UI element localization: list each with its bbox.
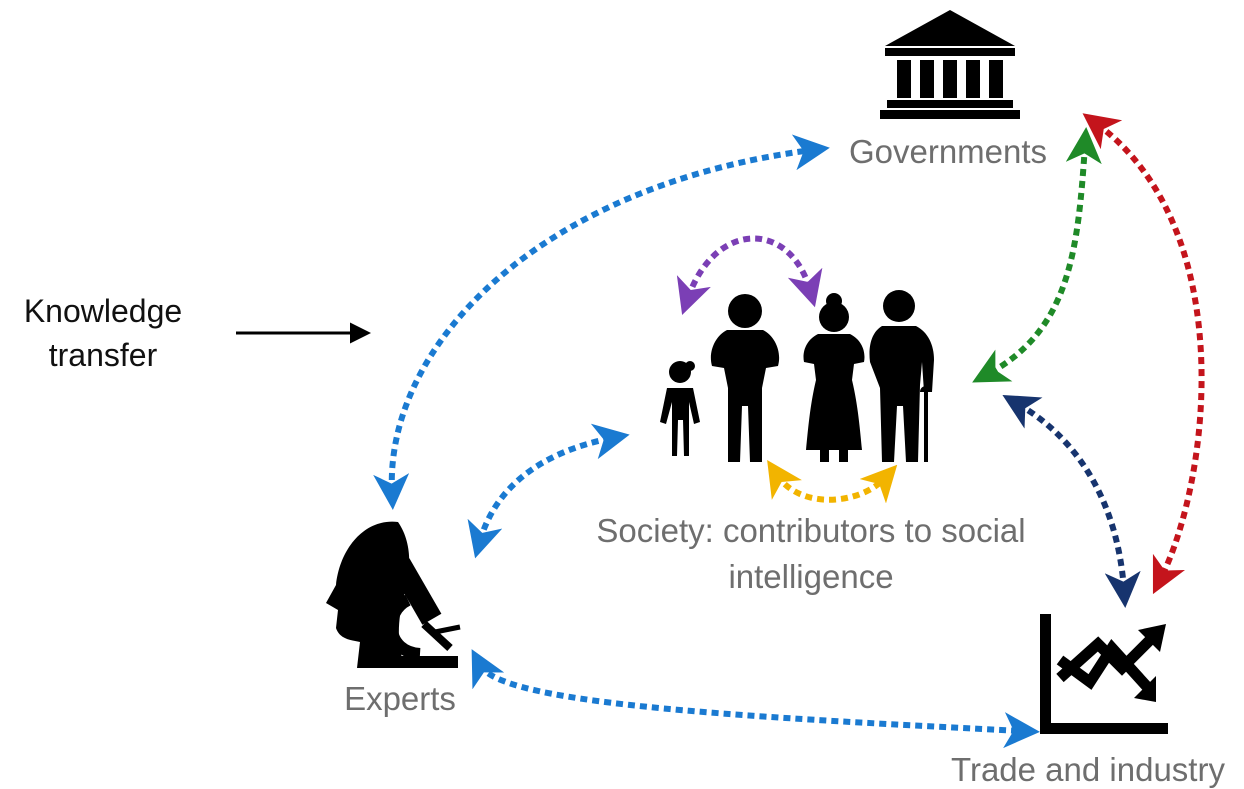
grandmother-figure-icon — [803, 293, 865, 462]
governments-label: Governments — [849, 133, 1047, 170]
government-building-icon — [880, 10, 1020, 119]
connection-experts-society — [467, 423, 630, 559]
child-figure-icon — [660, 361, 700, 456]
scientist-microscope-icon — [326, 521, 461, 668]
connection-society-internal-top — [676, 235, 823, 316]
man-figure-icon — [710, 294, 780, 462]
connection-society-trade — [1002, 394, 1141, 608]
legend-label-line-1: Knowledge — [24, 293, 182, 329]
family-group-icon — [660, 290, 934, 462]
society-node: Society: contributors to social intellig… — [596, 290, 1026, 595]
grandfather-figure-icon — [869, 290, 934, 462]
legend-label-line-2: transfer — [49, 337, 158, 373]
connection-governments-society — [972, 127, 1102, 383]
trade-node: Trade and industry — [951, 614, 1225, 788]
connection-experts-trade — [471, 649, 1040, 749]
society-label-line-2: intelligence — [728, 558, 893, 595]
governments-node: Governments — [849, 10, 1047, 170]
microscope-icon — [385, 558, 461, 668]
experts-label: Experts — [344, 680, 456, 717]
trade-label: Trade and industry — [951, 751, 1225, 788]
society-label-line-1: Society: contributors to social — [596, 512, 1025, 549]
legend: Knowledge transfer — [24, 293, 371, 373]
experts-node: Experts — [326, 521, 461, 717]
connection-experts-governments — [373, 134, 830, 510]
connections — [373, 113, 1205, 749]
connection-society-internal-bottom — [767, 459, 898, 504]
connection-governments-trade — [1082, 113, 1205, 595]
rising-chart-icon — [1040, 614, 1168, 734]
